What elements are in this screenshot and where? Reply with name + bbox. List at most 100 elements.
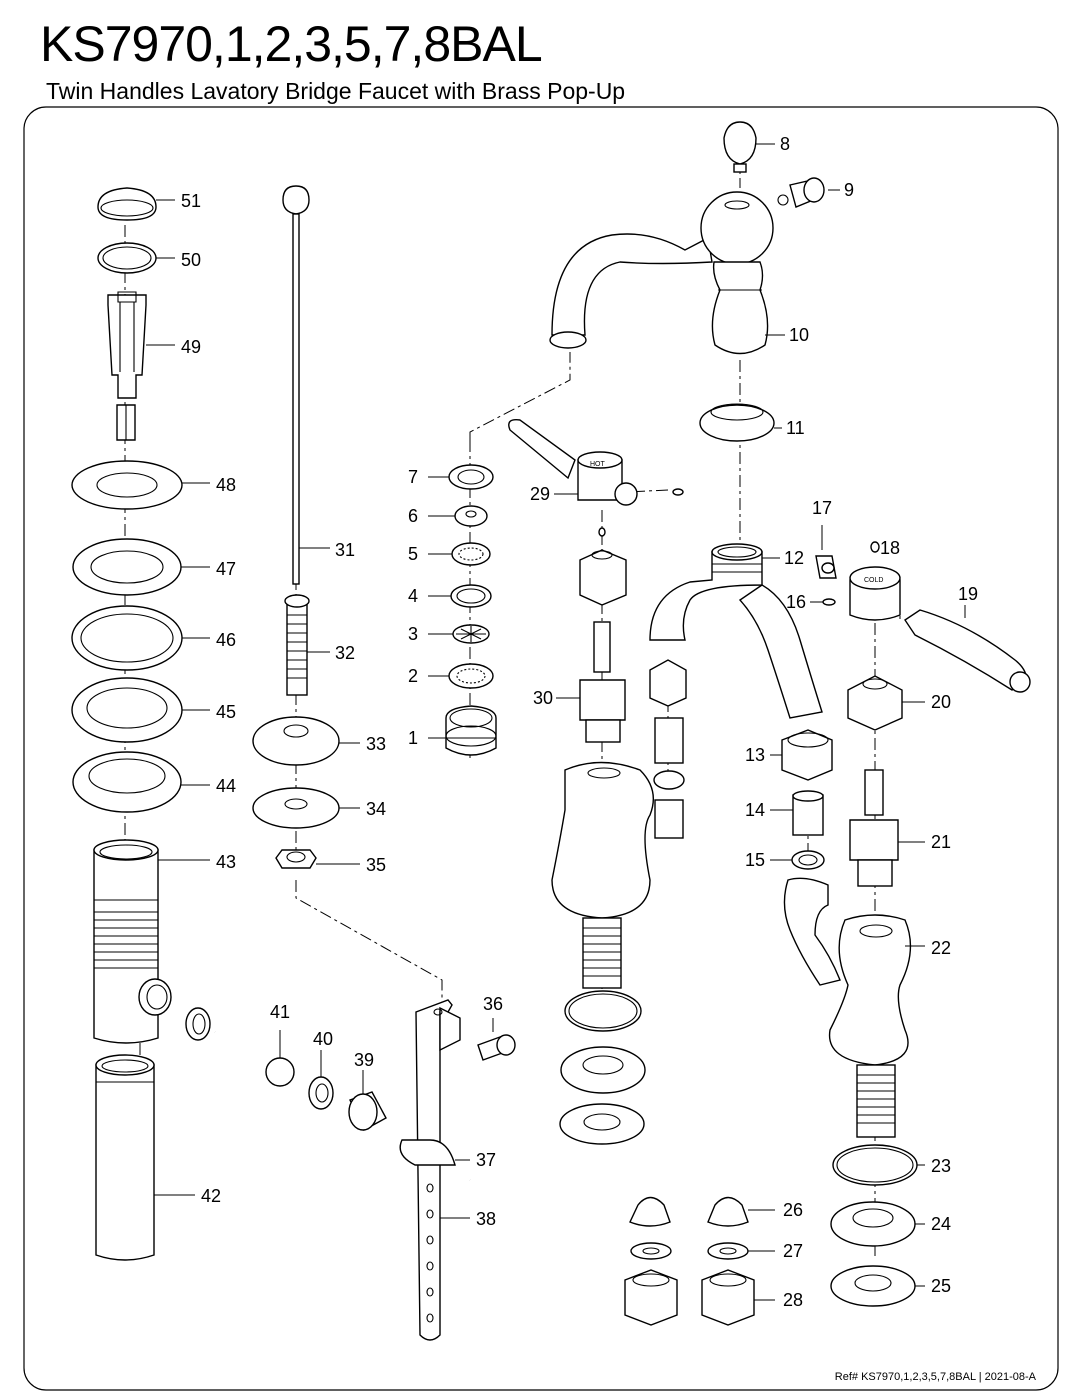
callout-27: 27 [783,1241,803,1261]
part-7-washer [448,464,494,490]
part-hot-mount-washer [559,1103,645,1145]
part-25-mount-washer [830,1265,916,1307]
callout-20: 20 [931,692,951,712]
callout-12: 12 [784,548,804,568]
callout-31: 31 [335,540,355,560]
part-10-body-cover [700,191,774,355]
callout-2: 2 [408,666,418,686]
callout-40: 40 [313,1029,333,1049]
part-24-locknut [830,1201,916,1247]
part-21-cold-cartridge [849,769,899,887]
callout-5: 5 [408,544,418,564]
drain-body-threads [94,911,158,969]
callout-17: 17 [812,498,832,518]
part-4-washer [450,584,492,608]
callout-38: 38 [476,1209,496,1229]
part-19-cold-handle [904,609,1031,693]
callout-51: 51 [181,191,201,211]
part-5-aerator-screen [451,542,491,566]
cold-handle-label: COLD [864,577,883,584]
callout-45: 45 [216,702,236,722]
part-34-washer [252,787,340,829]
part-45-gasket [71,677,183,743]
part-27-washer [630,1242,749,1260]
part-1-aerator-housing [445,705,497,756]
part-44-locknut [72,751,182,813]
assembly-axes [124,155,901,1260]
callout-41: 41 [270,1002,290,1022]
callout-26: 26 [783,1200,803,1220]
part-37-spring-clip [399,1139,456,1166]
callout-42: 42 [201,1186,221,1206]
callout-50: 50 [181,250,201,270]
callout-13: 13 [745,745,765,765]
clevis-holes [426,1183,434,1323]
part-36-thumb-screw [477,1034,516,1061]
callout-23: 23 [931,1156,951,1176]
callout-34: 34 [366,799,386,819]
part-hot-locknut [560,1046,646,1094]
part-22-cold-valve-body [783,877,912,1138]
part-39-pivot-nut [348,1091,387,1131]
callout-25: 25 [931,1276,951,1296]
callout-15: 15 [745,850,765,870]
part-33-escutcheon [252,716,340,766]
part-31-lift-rod [282,185,310,585]
part-14-adapter [792,790,824,836]
part-12-bridge-body [649,543,823,719]
callout-39: 39 [354,1050,374,1070]
callout-49: 49 [181,337,201,357]
callout-4: 4 [408,586,418,606]
diagram-subtitle: Twin Handles Lavatory Bridge Faucet with… [46,78,626,104]
part-8-finial [723,121,757,173]
part-23-gasket [832,1144,918,1186]
hot-handle-label: HOT [590,461,606,468]
part-tailpiece-washer [185,1007,211,1041]
part-50-o-ring [97,242,157,274]
part-35-nut [275,849,317,869]
part-16-pin [822,598,836,606]
callout-44: 44 [216,776,236,796]
callout-37: 37 [476,1150,496,1170]
callout-33: 33 [366,734,386,754]
callout-9: 9 [844,180,854,200]
part-9-set-screw-cap [777,177,825,208]
part-43-drain-body [93,839,172,1044]
part-17-set-screw [815,555,837,579]
part-hot-gasket [564,990,642,1032]
part-13-coupling-nut [781,729,833,781]
diagram-title: KS7970,1,2,3,5,7,8BAL [40,16,543,72]
callout-6: 6 [408,506,418,526]
part-32-threaded-stem [284,594,310,696]
reference-footer: Ref# KS7970,1,2,3,5,7,8BAL | 2021-08-A [834,1371,1036,1383]
part-48-flange [71,460,183,510]
callout-7: 7 [408,467,418,487]
callout-36: 36 [483,994,503,1014]
part-51-drain-cap [97,187,157,221]
part-38-clevis-strap [415,999,461,1341]
callout-3: 3 [408,624,418,644]
part-30-hot-cartridge [579,621,626,743]
callout-11: 11 [786,418,805,438]
callout-47: 47 [216,559,236,579]
part-28-coupling-nut [624,1269,755,1326]
part-11-flange-ring [699,403,775,442]
callout-46: 46 [216,630,236,650]
callout-22: 22 [931,938,951,958]
callout-19: 19 [958,584,978,604]
part-hot-valve-body [551,761,654,989]
part-hot-bonnet-nut [579,527,627,606]
callout-24: 24 [931,1214,951,1234]
callout-29: 29 [530,484,550,504]
callout-labels: 1234567891011121314151617181920212223242… [146,134,978,1310]
part-15-o-ring [791,850,825,870]
callout-35: 35 [366,855,386,875]
part-40-washer [308,1076,334,1110]
part-42-tailpiece [95,1054,155,1261]
callout-1: 1 [408,728,418,748]
callout-21: 21 [931,832,951,852]
callout-18: 18 [880,538,900,558]
part-6-flow-restrictor [454,505,488,527]
part-hot-connector-nut [649,659,687,839]
